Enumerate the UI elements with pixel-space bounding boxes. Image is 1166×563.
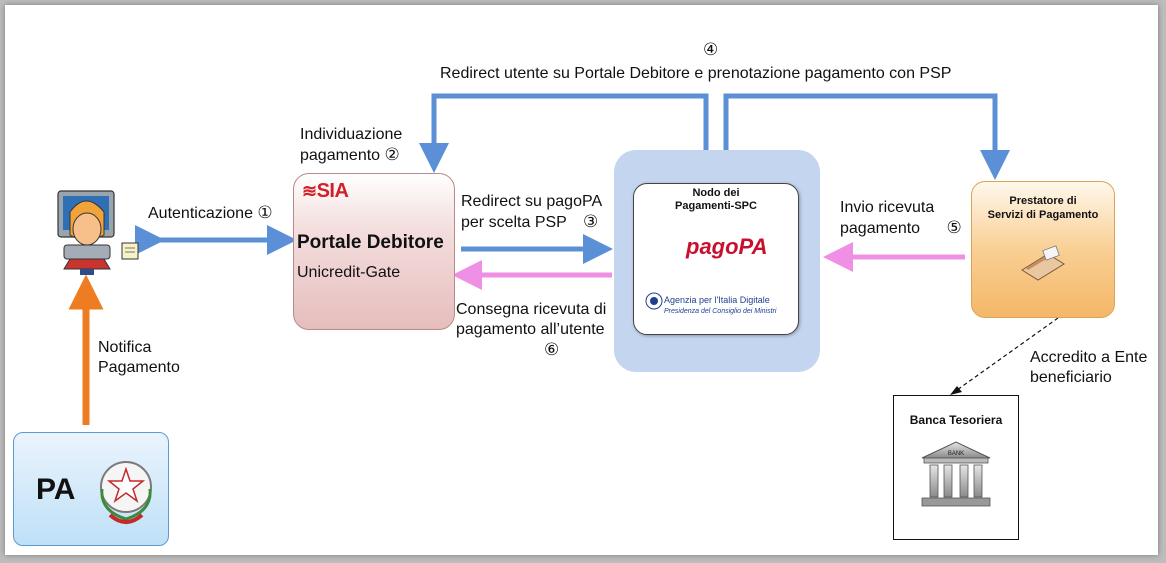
redirect-pagopa-label: Redirect su pagoPA per scelta PSP ③ [461,192,602,233]
autenticazione-text: Autenticazione [148,205,253,222]
step-3-number: ③ [583,212,599,231]
notifica-line1: Notifica [98,339,152,356]
nodo-title: Nodo dei Pagamenti-SPC [634,187,798,213]
pagopa-logo: pagoPA [686,234,768,259]
banca-tesoriera-box: Banca Tesoriera BANK [893,395,1019,540]
user-computer-icon [57,190,139,275]
autenticazione-label: Autenticazione ① [148,203,273,224]
portale-subtitle: Unicredit-Gate [297,264,401,281]
redirect-top-left-arrow [419,93,709,173]
invio-line1: Invio ricevuta [840,199,935,216]
portale-debitore-box: ≋SIA Portale Debitore Unicredit-Gate [293,173,455,330]
psp-title-line2: Servizi di Pagamento [987,209,1099,221]
sia-logo-text: SIA [316,180,349,202]
step-4-number: ④ [703,40,719,59]
step-2-number: ② [384,145,400,164]
redirect-pagopa-line2: per scelta PSP [461,214,567,231]
portale-title: Portale Debitore [297,232,444,253]
step-5-number: ⑤ [946,218,962,237]
individuazione-line1: Individuazione [300,126,403,143]
accredito-label: Accredito a Ente beneficiario [1030,348,1147,388]
step-1-number: ① [257,203,273,222]
psp-box: Prestatore di Servizi di Pagamento [971,181,1115,318]
redirect-pagopa-line1: Redirect su pagoPA [461,193,603,210]
agid-emblem-icon [645,292,663,310]
pa-text: PA [36,473,76,506]
nodo-pagamenti-box: Nodo dei Pagamenti-SPC pagoPA Agenzia pe… [633,183,799,335]
sia-logo: ≋SIA [302,180,349,202]
italian-emblem-icon [100,461,152,524]
notifica-line2: Pagamento [98,359,180,376]
psp-title: Prestatore di Servizi di Pagamento [972,194,1114,222]
step-6-number: ⑥ [544,340,560,359]
payment-terminal-icon [1021,245,1065,281]
consegna-line1: Consegna ricevuta di [456,301,607,318]
nodo-title-line2: Pagamenti-SPC [675,200,757,212]
agid-name: Agenzia per l'Italia Digitale [664,295,770,305]
individuazione-label: Individuazione pagamento ② [300,125,402,166]
invio-label: Invio ricevuta pagamento ⑤ [840,198,962,239]
invio-line2: pagamento [840,220,921,237]
individuazione-line2: pagamento [300,147,381,164]
bank-sign-text: BANK [948,451,964,457]
nodo-title-line1: Nodo dei [692,187,740,199]
redirect-top-right-arrow [723,93,1010,180]
bank-title: Banca Tesoriera [909,413,1003,427]
bank-building-icon: BANK [921,441,991,507]
accredito-line1: Accredito a Ente [1030,349,1148,366]
accredito-line2: beneficiario [1030,369,1112,386]
pa-box: PA [13,432,169,546]
consegna-line2: pagamento all’utente [456,321,605,338]
redirect-top-label: Redirect utente su Portale Debitore e pr… [440,65,952,82]
psp-title-line1: Prestatore di [1009,195,1077,207]
agid-subtitle: Presidenza del Consiglio dei Ministri [664,308,777,315]
consegna-label: Consegna ricevuta di pagamento all’utent… [456,300,606,360]
notifica-label: Notifica Pagamento [98,338,180,378]
